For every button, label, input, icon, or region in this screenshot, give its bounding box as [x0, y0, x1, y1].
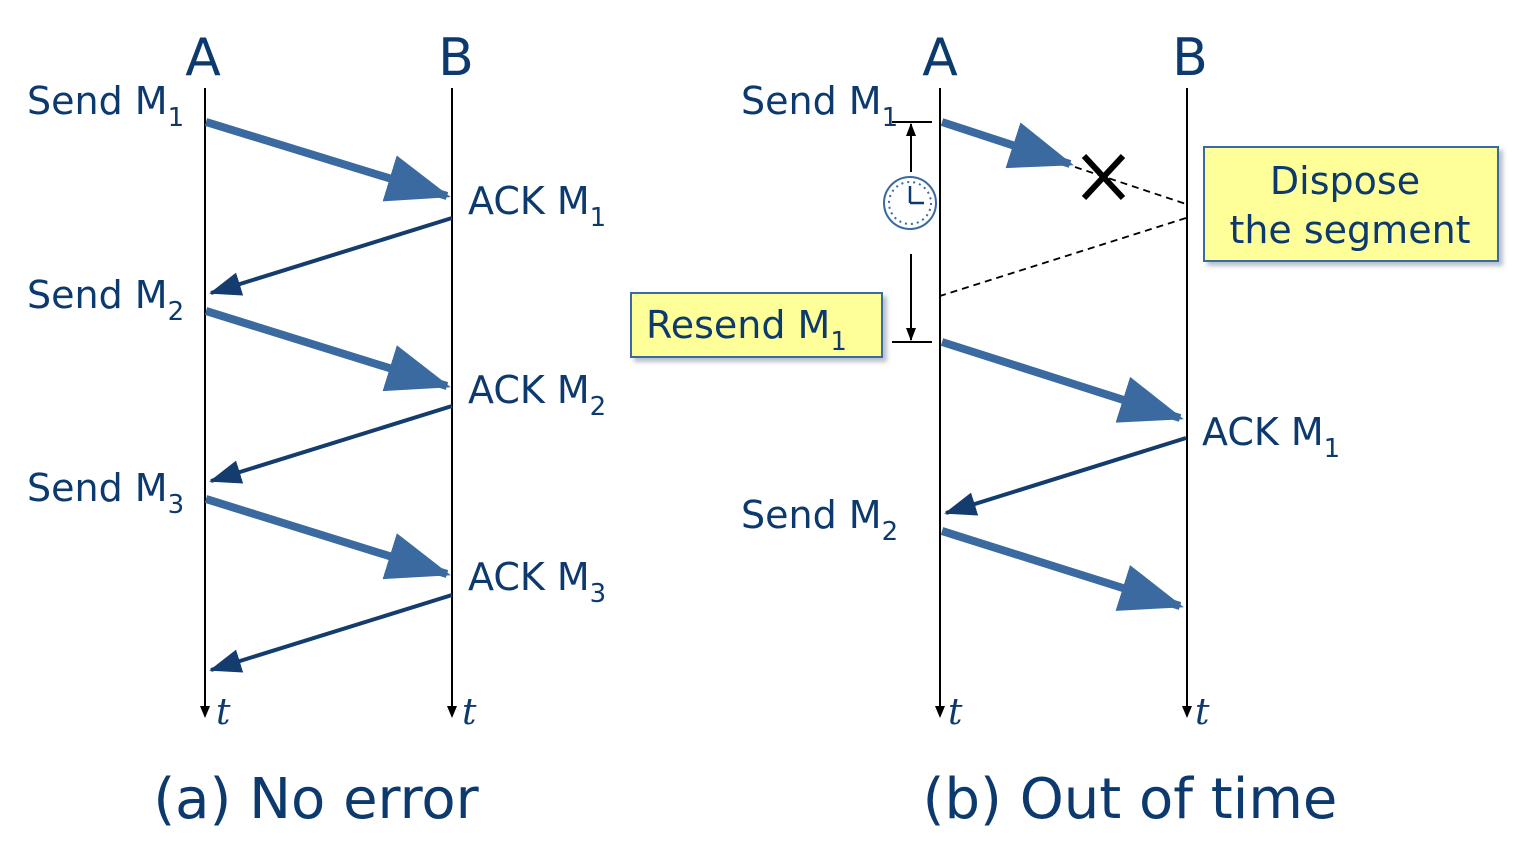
- host-b-label: B: [1172, 28, 1208, 88]
- timeline-a-arrowhead: [935, 706, 945, 718]
- send-m3-label: Send M3: [27, 466, 184, 520]
- dispose-note: Dispose the segment: [1203, 146, 1499, 262]
- time-label-b: t: [1195, 692, 1210, 733]
- dispose-note-line1: Dispose: [1270, 159, 1420, 203]
- ack-arrow-m3: [209, 593, 453, 673]
- data-arrow-m2: [940, 527, 1184, 611]
- data-arrow-m3: [204, 495, 451, 580]
- timeline-b-arrowhead: [447, 706, 457, 718]
- send-m2-label: Send M2: [741, 493, 898, 547]
- resend-m1-label: Resend M1: [646, 303, 847, 357]
- time-label-a: t: [948, 692, 963, 733]
- ack-m1-label: ACK M1: [1202, 410, 1340, 464]
- data-arrow-m1-resend: [940, 338, 1184, 423]
- send-m1-label: Send M1: [741, 79, 898, 133]
- diagram-no-error: A B t t Send M1 ACK M1 Send M2 ACK M2 Se…: [27, 28, 606, 832]
- caption-no-error: (a) No error: [153, 767, 479, 832]
- data-arrow-m2: [204, 307, 451, 392]
- timer-arrowhead-up: [906, 123, 916, 136]
- data-arrow-m1-lost: [940, 118, 1074, 169]
- host-a-label: A: [185, 28, 221, 88]
- send-m2-label: Send M2: [27, 273, 184, 327]
- diagram-out-of-time: A B t t: [630, 28, 1499, 832]
- time-label-b: t: [462, 692, 477, 733]
- no-ack-dashed: [939, 217, 1187, 297]
- ack-arrow-m1: [209, 216, 453, 296]
- host-b-label: B: [438, 28, 474, 88]
- resend-note: Resend M1: [630, 292, 883, 358]
- timeline-b-arrowhead: [1182, 706, 1192, 718]
- lost-path-dashed: [1074, 166, 1187, 205]
- dispose-note-line2: the segment: [1229, 208, 1470, 252]
- caption-out-of-time: (b) Out of time: [923, 767, 1338, 832]
- ack-arrow-m2: [209, 404, 453, 484]
- x-mark-icon: [1081, 153, 1126, 201]
- data-arrow-m1: [204, 118, 451, 202]
- ack-m3-label: ACK M3: [468, 555, 606, 609]
- host-a-label: A: [922, 28, 958, 88]
- ack-m2-label: ACK M2: [468, 368, 606, 422]
- timeline-a-arrowhead: [200, 706, 210, 718]
- time-label-a: t: [216, 692, 231, 733]
- send-m1-label: Send M1: [27, 79, 184, 133]
- ack-m1-label: ACK M1: [468, 179, 606, 233]
- clock-icon: [883, 176, 937, 230]
- ack-arrow-m1: [944, 436, 1187, 516]
- timer-arrowhead-down: [906, 328, 916, 341]
